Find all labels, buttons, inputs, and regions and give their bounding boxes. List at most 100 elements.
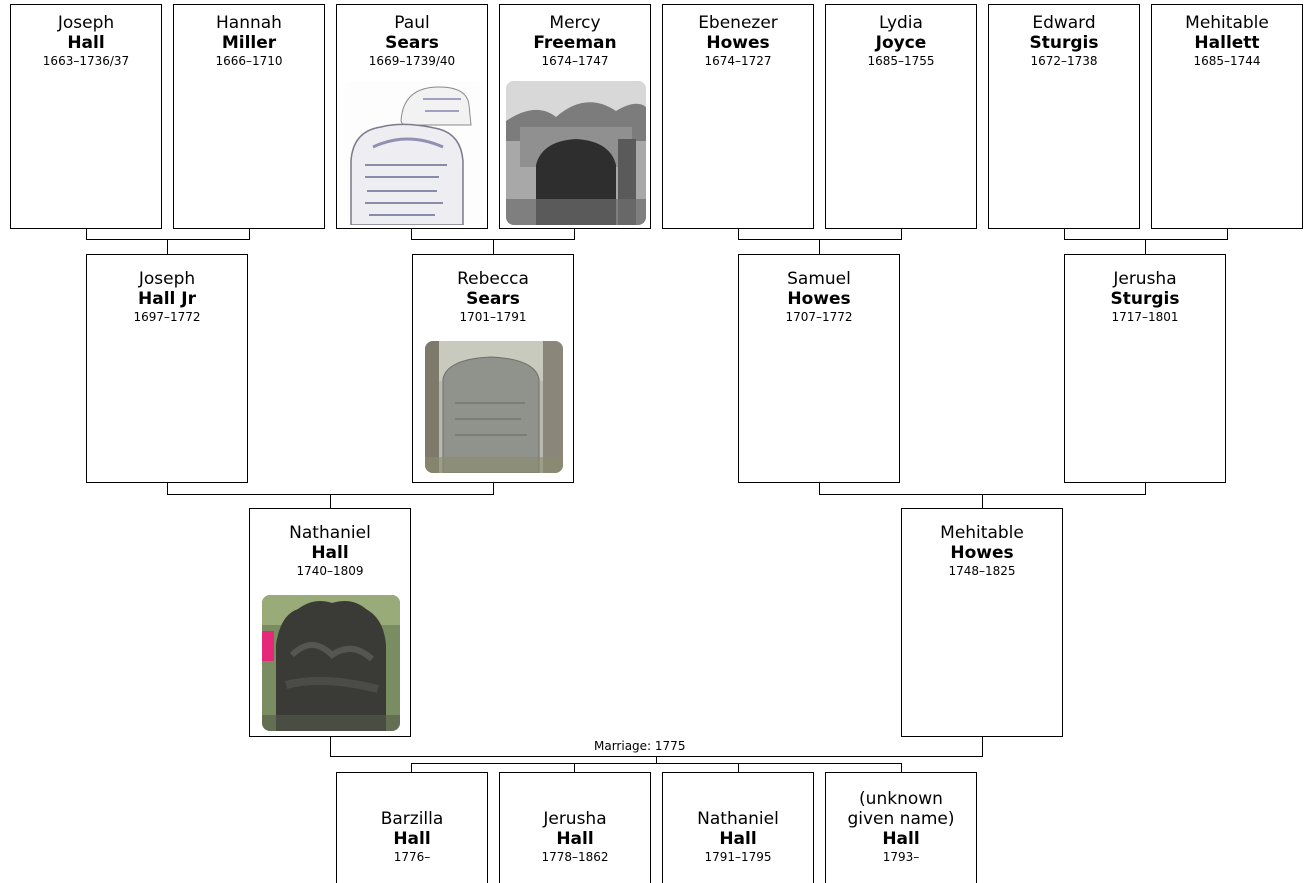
- surname: Sears: [385, 33, 439, 53]
- life-dates: 1791–1795: [704, 850, 772, 864]
- surname: Hallett: [1194, 33, 1260, 53]
- surname: Sturgis: [1029, 33, 1099, 53]
- connector-line: [738, 228, 739, 240]
- given-name: Mercy: [549, 13, 601, 33]
- marriage-label: Marriage: 1775: [591, 739, 689, 753]
- gravestone-photo[interactable]: [506, 81, 646, 225]
- gravestone-photo[interactable]: [425, 341, 563, 473]
- surname: Hall: [556, 829, 594, 849]
- connector-line: [411, 763, 902, 764]
- connector-line: [493, 239, 494, 254]
- connector-line: [249, 228, 250, 240]
- surname: Hall: [393, 829, 431, 849]
- person-card-edward-sturgis[interactable]: Edward Sturgis 1672–1738: [988, 4, 1140, 229]
- person-card-hannah-miller[interactable]: Hannah Miller 1666–1710: [173, 4, 325, 229]
- life-dates: 1697–1772: [133, 310, 201, 324]
- connector-line: [1227, 228, 1228, 240]
- connector-line: [1064, 228, 1065, 240]
- given-name: Nathaniel: [697, 809, 779, 829]
- connector-line: [738, 763, 739, 773]
- person-card-nathaniel-hall-child[interactable]: Nathaniel Hall 1791–1795: [662, 772, 814, 883]
- person-card-barzilla-hall[interactable]: Barzilla Hall 1776–: [336, 772, 488, 883]
- life-dates: 1748–1825: [948, 564, 1016, 578]
- person-card-samuel-howes[interactable]: Samuel Howes 1707–1772: [738, 254, 900, 483]
- connector-line: [1064, 239, 1228, 240]
- person-card-jerusha-sturgis[interactable]: Jerusha Sturgis 1717–1801: [1064, 254, 1226, 483]
- person-card-unknown-hall[interactable]: (unknown given name) Hall 1793–: [825, 772, 977, 883]
- connector-line: [982, 494, 983, 508]
- life-dates: 1685–1744: [1193, 54, 1261, 68]
- connector-line: [86, 239, 250, 240]
- connector-line: [493, 482, 494, 495]
- surname: Hall: [882, 829, 920, 849]
- life-dates: 1666–1710: [215, 54, 283, 68]
- connector-line: [819, 482, 820, 495]
- surname: Hall: [67, 33, 105, 53]
- person-card-nathaniel-hall[interactable]: Nathaniel Hall 1740–1809: [249, 508, 411, 737]
- connector-line: [411, 228, 412, 240]
- person-card-mercy-freeman[interactable]: Mercy Freeman 1674–1747: [499, 4, 651, 229]
- connector-line: [1145, 482, 1146, 495]
- given-name: Joseph: [57, 13, 115, 33]
- person-card-mehitable-howes[interactable]: Mehitable Howes 1748–1825: [901, 508, 1063, 737]
- life-dates: 1685–1755: [867, 54, 935, 68]
- connector-line: [982, 736, 983, 757]
- given-name: Rebecca: [457, 269, 529, 289]
- given-name: Nathaniel: [289, 523, 371, 543]
- connector-line: [330, 494, 331, 508]
- person-card-mehitable-hallett[interactable]: Mehitable Hallett 1685–1744: [1151, 4, 1303, 229]
- surname: Howes: [706, 33, 770, 53]
- life-dates: 1778–1862: [541, 850, 609, 864]
- given-name: Paul: [394, 13, 430, 33]
- life-dates: 1717–1801: [1111, 310, 1179, 324]
- person-card-rebecca-sears[interactable]: Rebecca Sears 1701–1791: [412, 254, 574, 483]
- person-card-joseph-hall[interactable]: Joseph Hall 1663–1736/37: [10, 4, 162, 229]
- surname: Sturgis: [1110, 289, 1180, 309]
- gravestone-sketch-photo[interactable]: [343, 81, 483, 225]
- life-dates: 1663–1736/37: [42, 54, 130, 68]
- life-dates: 1740–1809: [296, 564, 364, 578]
- life-dates: 1674–1747: [541, 54, 609, 68]
- connector-line: [574, 763, 575, 773]
- given-name: Joseph: [138, 269, 196, 289]
- life-dates: 1674–1727: [704, 54, 772, 68]
- given-name: Jerusha: [1113, 269, 1177, 289]
- life-dates: 1707–1772: [785, 310, 853, 324]
- given-name: Samuel: [787, 269, 851, 289]
- connector-line: [819, 239, 820, 254]
- given-name: Hannah: [216, 13, 282, 33]
- person-card-joseph-hall-jr[interactable]: Joseph Hall Jr 1697–1772: [86, 254, 248, 483]
- surname: Howes: [787, 289, 851, 309]
- surname: Howes: [950, 543, 1014, 563]
- surname: Freeman: [533, 33, 617, 53]
- person-card-lydia-joyce[interactable]: Lydia Joyce 1685–1755: [825, 4, 977, 229]
- given-name: Barzilla: [380, 809, 444, 829]
- connector-line: [330, 736, 331, 757]
- connector-line: [167, 482, 168, 495]
- connector-line: [574, 228, 575, 240]
- connector-line: [738, 239, 902, 240]
- surname: Joyce: [875, 33, 927, 53]
- connector-line: [901, 763, 902, 773]
- connector-line: [86, 228, 87, 240]
- given-name: Edward: [1032, 13, 1096, 33]
- surname: Hall: [719, 829, 757, 849]
- connector-line: [901, 228, 902, 240]
- life-dates: 1672–1738: [1030, 54, 1098, 68]
- given-name: Lydia: [879, 13, 923, 33]
- gravestone-photo[interactable]: [262, 595, 400, 731]
- connector-line: [656, 756, 657, 764]
- life-dates: 1669–1739/40: [368, 54, 456, 68]
- given-name: Mehitable: [940, 523, 1024, 543]
- surname: Hall Jr: [138, 289, 196, 309]
- person-card-paul-sears[interactable]: Paul Sears 1669–1739/40: [336, 4, 488, 229]
- connector-line: [1145, 239, 1146, 254]
- surname: Sears: [466, 289, 520, 309]
- person-card-ebenezer-howes[interactable]: Ebenezer Howes 1674–1727: [662, 4, 814, 229]
- life-dates: 1776–: [393, 850, 431, 864]
- life-dates: 1793–: [882, 850, 920, 864]
- person-card-jerusha-hall[interactable]: Jerusha Hall 1778–1862: [499, 772, 651, 883]
- given-name: Jerusha: [543, 809, 607, 829]
- surname: Hall: [311, 543, 349, 563]
- given-name: (unknown given name): [847, 789, 955, 829]
